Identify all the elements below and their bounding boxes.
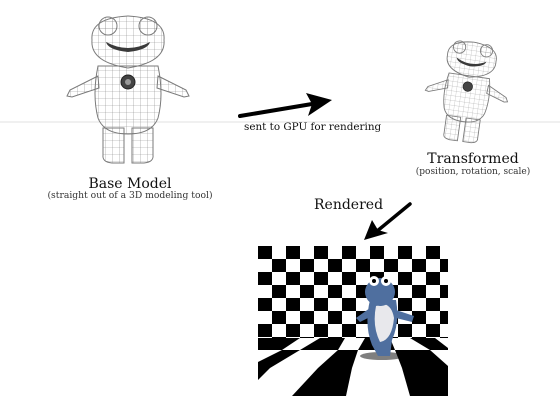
render-arrow-icon (364, 202, 412, 240)
base-model-icon (66, 15, 190, 164)
gpu-arrow-icon (238, 93, 332, 118)
transformed-model-icon (424, 40, 509, 144)
transformed-subtitle: (position, rotation, scale) (415, 167, 531, 177)
gpu-arrow-label: sent to GPU for rendering (244, 121, 382, 133)
rendered-scene (258, 246, 448, 396)
transformed-title: Transformed (427, 151, 519, 167)
rendered-character-icon (356, 276, 414, 356)
base-model-title: Base Model (88, 176, 172, 192)
rendered-title: Rendered (314, 197, 384, 213)
base-model-subtitle: (straight out of a 3D modeling tool) (47, 190, 213, 201)
checker-floor (258, 338, 448, 396)
